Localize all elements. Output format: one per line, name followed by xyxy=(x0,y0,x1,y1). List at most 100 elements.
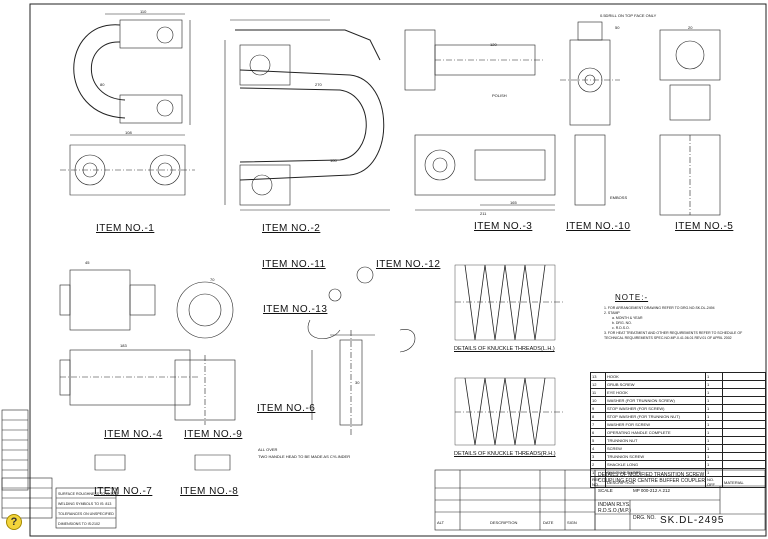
notes-title: NOTE:- xyxy=(615,293,649,302)
bom-cell-no: 2 xyxy=(590,460,606,469)
bom-cell-mat xyxy=(722,428,766,437)
knuckle-thread-rh xyxy=(454,377,565,446)
item-7-label: ITEM NO.-7 xyxy=(94,486,153,497)
bom-cell-qty: 1 xyxy=(705,412,723,421)
bom-cell-no: 7 xyxy=(590,420,606,429)
sign-label: SIGN xyxy=(567,520,577,525)
bom-cell-no: 10 xyxy=(590,396,606,405)
bom-cell-mat xyxy=(722,396,766,405)
note-item: b. DRG. NO. xyxy=(612,321,632,325)
dim-183: 183 xyxy=(120,343,127,348)
dim-165: 165 xyxy=(510,200,517,205)
item-3-label: ITEM NO.-3 xyxy=(474,221,533,232)
bom-cell-desc: GRUB SCREW xyxy=(605,380,706,389)
bom-cell-no: 4 xyxy=(590,444,606,453)
bom-cell-mat xyxy=(722,420,766,429)
dim-270: 270 xyxy=(315,82,322,87)
note-item: 2. STAMP xyxy=(604,311,620,315)
bom-header-mat: MATERIAL xyxy=(722,476,766,488)
dim-50: 50 xyxy=(615,25,620,30)
item-12-label: ITEM NO.-12 xyxy=(376,259,441,270)
scale-label: SCALE xyxy=(598,488,613,493)
bom-cell-no: 13 xyxy=(590,372,606,381)
bom-cell-no: 5 xyxy=(590,436,606,445)
bom-cell-mat xyxy=(722,468,766,477)
polish-note: POLISH xyxy=(492,93,507,98)
bom-cell-qty: 1 xyxy=(705,420,723,429)
help-icon[interactable]: ? xyxy=(6,514,22,530)
bom-cell-mat xyxy=(722,404,766,413)
bom-cell-qty: 1 xyxy=(705,388,723,397)
bom-cell-no: 8 xyxy=(590,412,606,421)
drawing-number: SK.DL-2495 xyxy=(660,515,725,526)
bom-cell-desc: OPERATING HANDLE COMPLETE xyxy=(605,428,706,437)
bom-cell-desc: STOP WASHER (FOR SCREW) xyxy=(605,404,706,413)
dim-30: 30 xyxy=(355,380,360,385)
dim-120: 120 xyxy=(490,42,497,47)
bom-cell-desc: TRUNNION NUT xyxy=(605,436,706,445)
bom-cell-mat xyxy=(722,372,766,381)
bom-cell-desc: SCREW xyxy=(605,444,706,453)
knuckle-rh-caption: DETAILS OF KNUCKLE THREADS(R.H.) xyxy=(454,451,556,457)
dim-20: 20 xyxy=(688,25,693,30)
bom-cell-qty: 1 xyxy=(705,372,723,381)
dim-211: 211 xyxy=(480,211,487,216)
bom-cell-qty: 1 xyxy=(705,404,723,413)
item-5-label: ITEM NO.-5 xyxy=(675,221,734,232)
dim-110: 110 xyxy=(140,9,147,14)
bom-cell-desc: SHACKLE LONG xyxy=(605,460,706,469)
item-6-label: ITEM NO.-6 xyxy=(257,403,316,414)
handle-note: TWO HANDLE HEAD TO BE MADE AS CYLINDER xyxy=(258,454,351,459)
dim-45: 45 xyxy=(85,260,90,265)
bom-cell-no: 6 xyxy=(590,428,606,437)
bom-cell-mat xyxy=(722,460,766,469)
note-item: 1. FOR ARRANGEMENT DRAWING REFER TO DRG.… xyxy=(604,306,715,310)
knuckle-lh-caption: DETAILS OF KNUCKLE THREADS(L.H.) xyxy=(454,346,555,352)
bom-cell-qty: 1 xyxy=(705,428,723,437)
dim-100: 100 xyxy=(330,158,337,163)
bom-cell-mat xyxy=(722,436,766,445)
alt-label: ALT xyxy=(437,520,445,525)
bom-cell-mat xyxy=(722,388,766,397)
emboss-note: EMBOSS xyxy=(610,195,628,200)
tolerance-box: SURFACE ROUGHNESS TO IS:3073 WELDING SYM… xyxy=(58,489,118,529)
item-13-label: ITEM NO.-13 xyxy=(263,304,328,315)
bom-cell-qty: 1 xyxy=(705,380,723,389)
item-4-label: ITEM NO.-4 xyxy=(104,429,163,440)
note-item: a. MONTH & YEAR xyxy=(612,316,643,320)
bom-cell-mat xyxy=(722,412,766,421)
description-label: DESCRIPTION xyxy=(490,520,518,525)
ref-number: MP 000-212 A 212 xyxy=(633,488,670,493)
knuckle-thread-lh xyxy=(454,264,565,341)
bom-cell-qty: 1 xyxy=(705,396,723,405)
bom-cell-desc: STOP WASHER (FOR TRUNNION NUT) xyxy=(605,412,706,421)
bom-cell-desc: HOOK xyxy=(605,372,706,381)
bom-cell-qty: 1 xyxy=(705,452,723,461)
bom-cell-desc: WASHER (FOR TRUNNION SCREW) xyxy=(605,396,706,405)
bom-cell-no: 11 xyxy=(590,388,606,397)
dim-70: 70 xyxy=(210,277,215,282)
drg-label: DRG. NO. xyxy=(633,515,656,521)
tolerance-row: TOLERANCES ON UNSPECIFIED xyxy=(58,512,114,516)
notes-list: 1. FOR ARRANGEMENT DRAWING REFER TO DRG.… xyxy=(604,306,754,341)
org-line-1: INDIAN RLYS. xyxy=(598,502,631,508)
note-item: c. R.D.S.O. xyxy=(612,326,630,330)
item-2-label: ITEM NO.-2 xyxy=(262,223,321,234)
bom-cell-no: 9 xyxy=(590,404,606,413)
item-1-label: ITEM NO.-1 xyxy=(96,223,155,234)
item-11-label: ITEM NO.-11 xyxy=(262,259,326,270)
dim-80: 80 xyxy=(100,82,105,87)
bom-header-no: REF NO. xyxy=(590,476,606,488)
